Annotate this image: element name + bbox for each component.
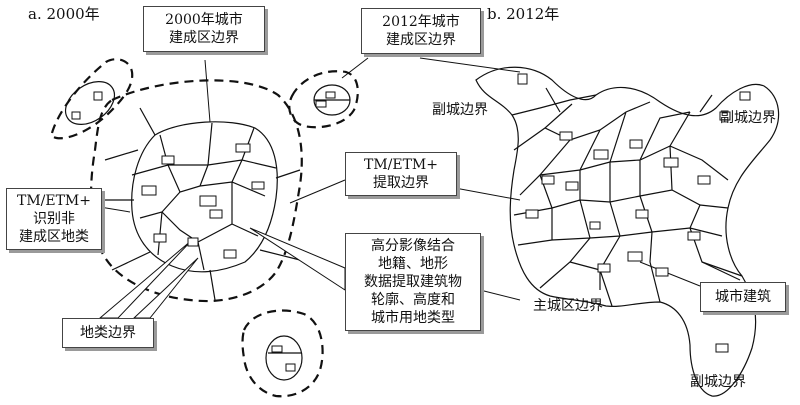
building-rect: [635, 209, 649, 219]
label-sub-boundary-right: 副城边界: [720, 110, 776, 126]
building-rect: [325, 91, 336, 99]
hires-pointer: [249, 227, 346, 291]
callout-boundary-2012: 2012年城市 建成区边界: [361, 8, 481, 54]
callout-line: 城市用地类型: [371, 310, 455, 326]
landclass-pointers: [98, 239, 199, 319]
callout-line: 建成区边界: [169, 30, 239, 46]
building-rect: [589, 221, 601, 230]
building-rect: [629, 139, 643, 149]
building-rect: [71, 111, 81, 120]
label-sub-boundary-bottom: 副城边界: [690, 374, 746, 390]
dashed-boundary-2000-northwest: [50, 58, 134, 140]
building-rect: [525, 209, 539, 219]
building-rect: [559, 131, 573, 141]
building-rect: [153, 233, 167, 243]
building-rect: [251, 181, 265, 190]
building-rect: [593, 149, 609, 160]
building-rect: [655, 267, 669, 277]
callout-landclass: 地类边界: [62, 318, 154, 348]
label-sub-boundary-top: 副城边界: [432, 102, 488, 118]
building-rect: [697, 175, 711, 185]
callout-line: 城市建筑: [715, 289, 771, 305]
building-rect: [187, 237, 199, 247]
leader-lines: [99, 57, 701, 301]
callout-building: 城市建筑: [700, 282, 786, 312]
parcel-2000-south: [265, 335, 303, 381]
callout-line: 轮廓、高度和: [371, 292, 455, 308]
parcel-lines-2012: [511, 94, 743, 307]
building-rect: [663, 157, 679, 168]
callout-line: 建成区边界: [386, 32, 456, 48]
building-rect: [541, 175, 555, 185]
dashed-boundary-2000-northeast: [288, 70, 359, 129]
callout-line: 高分影像结合: [371, 238, 455, 254]
building-rect: [223, 249, 237, 259]
callout-line: 提取边界: [373, 175, 429, 191]
callout-boundary-2000: 2000年城市 建成区边界: [143, 6, 265, 52]
building-rect: [565, 181, 579, 191]
callout-line: 地类边界: [80, 325, 136, 341]
building-rect: [687, 231, 701, 241]
dashed-boundary-2000-south: [241, 309, 324, 398]
callout-line: TM/ETM+: [16, 193, 91, 209]
callout-line: TM/ETM+: [363, 157, 438, 173]
city-boundary-2000: [131, 121, 278, 273]
callout-line: 地籍、地形: [378, 256, 448, 272]
building-rect: [627, 251, 643, 262]
building-rect: [597, 263, 611, 273]
panel-a-caption: a. 2000年: [28, 5, 100, 23]
building-rect: [235, 143, 251, 153]
callout-line: 2012年城市: [382, 14, 460, 30]
callout-line: 识别非: [33, 211, 75, 227]
building-rect: [517, 73, 528, 85]
building-rect: [285, 363, 296, 372]
callout-line: 数据提取建筑物: [364, 274, 462, 290]
callout-tm-extract: TM/ETM+ 提取边界: [345, 152, 457, 196]
radiating-lines-2012: [545, 87, 741, 290]
building-rect: [715, 343, 729, 353]
radiating-lines-2000: [96, 107, 301, 301]
building-rect: [141, 185, 157, 196]
building-rect: [271, 345, 283, 353]
building-rect: [161, 155, 175, 165]
building-rect: [93, 91, 103, 101]
callout-line: 建成区地类: [19, 229, 89, 245]
building-rect: [719, 111, 731, 121]
building-rect: [209, 209, 223, 219]
dashed-boundary-2000-main: [89, 79, 303, 303]
callout-line: 2000年城市: [165, 12, 243, 28]
building-rect: [315, 100, 327, 108]
city-boundary-2012: [475, 66, 780, 397]
panel-b-caption: b. 2012年: [487, 5, 559, 23]
callout-hires: 高分影像结合 地籍、地形 数据提取建筑物 轮廓、高度和 城市用地类型: [345, 233, 481, 331]
label-main-boundary: 主城区边界: [533, 298, 603, 314]
callout-tm-identify: TM/ETM+ 识别非 建成区地类: [6, 188, 102, 250]
building-rect: [739, 91, 751, 101]
building-rect: [199, 195, 217, 207]
parcel-2000-northwest: [64, 81, 116, 125]
